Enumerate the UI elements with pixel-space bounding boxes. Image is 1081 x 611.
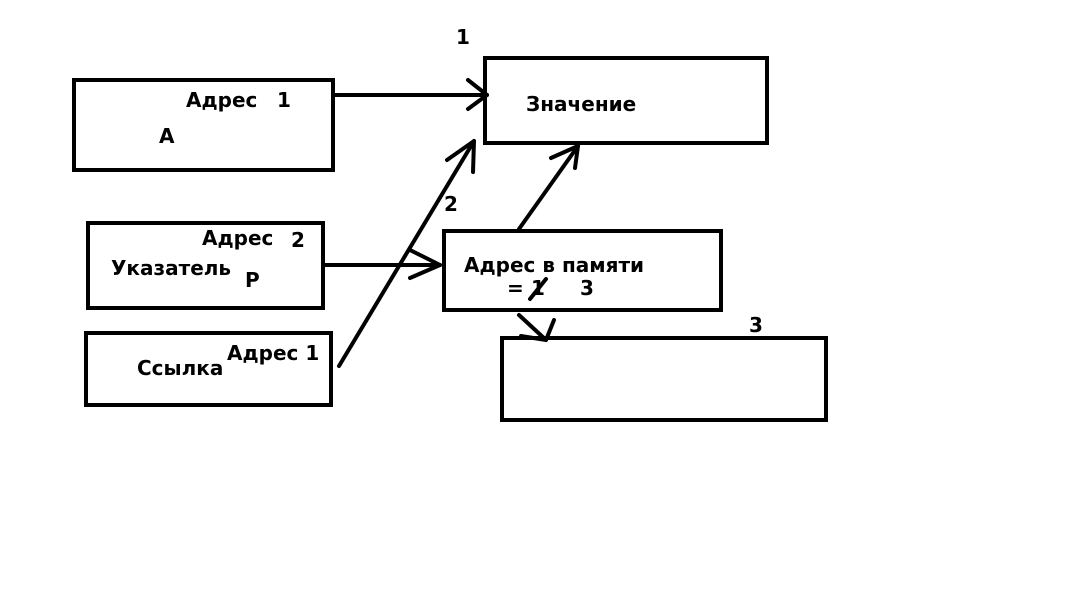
reference-box bbox=[84, 331, 333, 407]
memory-address-equals: = bbox=[507, 276, 524, 300]
arrow-pointer-to-memory-address bbox=[323, 248, 442, 280]
pointer-address-number: 2 bbox=[291, 228, 305, 252]
variable-address-label: Адрес bbox=[186, 88, 257, 112]
pointer-name: Указатель bbox=[111, 256, 231, 280]
pointer-address-label: Адрес bbox=[202, 226, 273, 250]
pointer-box bbox=[86, 221, 325, 310]
memory-address-box bbox=[442, 229, 723, 312]
reference-address-label: Адрес 1 bbox=[227, 341, 319, 365]
arrow-variable-to-value bbox=[333, 78, 489, 111]
variable-name: A bbox=[159, 124, 175, 148]
strike-through-mark bbox=[528, 277, 548, 301]
arrow-memory-address-to-new-target bbox=[517, 313, 556, 342]
memory-address-old-value: 1 bbox=[531, 276, 545, 300]
new-target-box-number: 3 bbox=[749, 313, 763, 337]
new-target-box bbox=[500, 336, 828, 422]
memory-address-label: Адрес в памяти bbox=[464, 253, 644, 277]
variable-box bbox=[72, 78, 335, 172]
value-box bbox=[483, 56, 769, 145]
arrow-reference-to-value bbox=[337, 139, 476, 368]
pointer-symbol: P bbox=[245, 268, 260, 292]
variable-address-number: 1 bbox=[277, 88, 291, 112]
arrow-memory-address-to-value bbox=[517, 144, 580, 231]
value-box-number: 1 bbox=[456, 25, 470, 49]
reference-name: Ссылка bbox=[137, 356, 223, 380]
memory-address-new-value: 3 bbox=[580, 276, 594, 300]
memory-address-box-number: 2 bbox=[444, 192, 458, 216]
value-label: Значение bbox=[526, 92, 636, 116]
